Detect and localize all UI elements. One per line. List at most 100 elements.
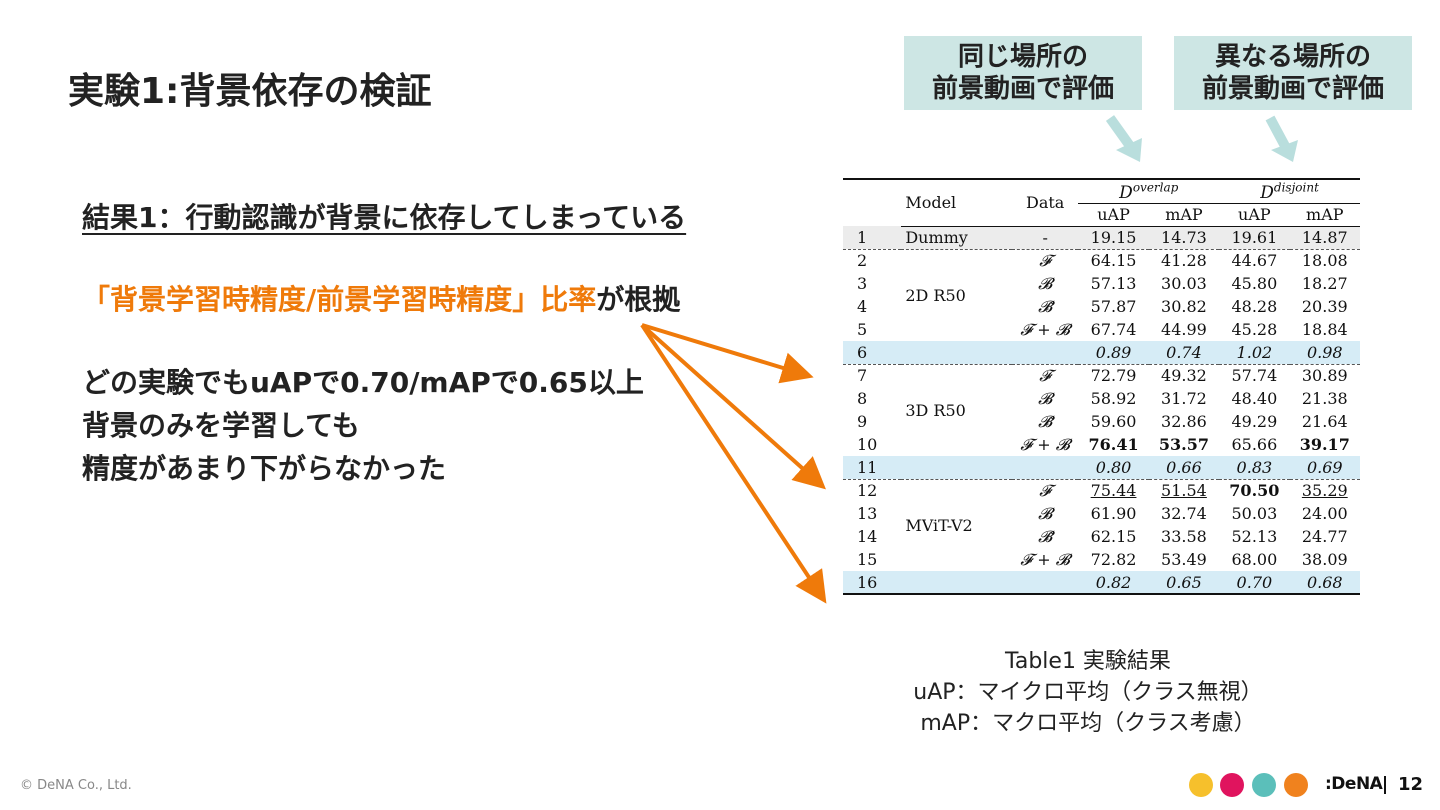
index-header: [843, 179, 901, 226]
value-cell: 48.40: [1231, 389, 1278, 409]
row-index: 1: [843, 226, 902, 250]
row-index: 6: [843, 341, 902, 365]
caption-line: uAP：マイクロ平均（クラス無視）: [913, 680, 1263, 705]
model-cell: 2D R50: [905, 285, 966, 305]
value-cell: 72.82: [1090, 550, 1137, 570]
value-cell: 14.73: [1148, 226, 1220, 250]
row-index: 12: [857, 481, 878, 501]
value-cell: 57.74: [1231, 366, 1278, 386]
orange-dot-icon: [1284, 773, 1308, 797]
teal-dot-icon: [1252, 773, 1276, 797]
data-cell: 𝓕 + 𝓑: [1020, 319, 1070, 339]
value-cell: 59.60: [1090, 412, 1137, 432]
value-cell: 39.17: [1299, 435, 1350, 455]
ratio-cell: 0.68: [1289, 571, 1360, 596]
table-row: 15 𝓕 + 𝓑 72.82 53.49 68.00 38.09: [843, 548, 1360, 571]
data-cell: 𝓑̃: [1038, 296, 1053, 316]
model-cell: Dummy: [901, 226, 1012, 250]
row-index: 16: [843, 571, 902, 596]
value-cell: 67.74: [1090, 320, 1137, 340]
ratio-row: 16 0.82 0.65 0.70 0.68: [843, 571, 1360, 596]
value-cell: 76.41: [1088, 435, 1139, 455]
value-cell: 65.66: [1231, 435, 1278, 455]
row-index: 2: [857, 251, 868, 271]
value-cell: 20.39: [1301, 297, 1348, 317]
value-cell: 68.00: [1231, 550, 1278, 570]
value-cell: 32.74: [1161, 504, 1207, 524]
table-row: 1 Dummy - 19.15 14.73 19.61 14.87: [843, 226, 1360, 250]
value-cell: 14.87: [1289, 226, 1360, 250]
table-caption: Table1 実験結果 uAP：マイクロ平均（クラス無視） mAP：マクロ平均（…: [843, 646, 1333, 739]
callout-line: 同じ場所の: [957, 42, 1088, 72]
data-cell: 𝓑: [1038, 388, 1053, 408]
row-index: 5: [857, 320, 868, 340]
ratio-row: 11 0.80 0.66 0.83 0.69: [843, 456, 1360, 480]
value-cell: 33.58: [1161, 527, 1207, 547]
ratio-cell: 0.66: [1148, 456, 1220, 480]
ratio-suffix: が根拠: [596, 283, 681, 316]
data-cell: 𝓕 + 𝓑: [1020, 549, 1070, 569]
value-cell: 32.86: [1161, 412, 1207, 432]
finding-line-3: 精度があまり下がらなかった: [82, 452, 447, 485]
model-cell: MViT-V2: [905, 515, 973, 535]
table-row: 9 𝓑̃ 59.60 32.86 49.29 21.64: [843, 410, 1360, 433]
ratio-cell: 0.98: [1289, 341, 1360, 365]
row-index: 15: [857, 550, 878, 570]
map-header: mAP: [1289, 203, 1360, 227]
value-cell: 38.09: [1301, 550, 1348, 570]
data-cell: 𝓑: [1038, 273, 1053, 293]
pink-dot-icon: [1220, 773, 1244, 797]
value-cell: 44.67: [1231, 251, 1278, 271]
value-cell: 35.29: [1301, 481, 1348, 501]
value-cell: 49.32: [1161, 366, 1207, 386]
value-cell: 48.28: [1231, 297, 1278, 317]
d-overlap-header: Doverlap: [1078, 179, 1220, 204]
ratio-cell: 0.83: [1219, 456, 1290, 480]
results-table: Model Data Doverlap Ddisjoint uAP mAP uA…: [843, 178, 1360, 596]
d-disjoint-header: Ddisjoint: [1219, 179, 1360, 204]
value-cell: 72.79: [1090, 366, 1137, 386]
table-row: 2 2D R50 𝓕 64.15 41.28 44.67 18.08: [843, 249, 1360, 305]
arrow-to-row-11: [640, 323, 826, 490]
value-cell: 50.03: [1231, 504, 1278, 524]
ratio-highlight: 「背景学習時精度/前景学習時精度」比率: [82, 283, 597, 316]
value-cell: 30.03: [1161, 274, 1207, 294]
callout-same-location: 同じ場所の 前景動画で評価: [904, 36, 1142, 110]
value-cell: 64.15: [1090, 251, 1137, 271]
table-row: 10 𝓕 + 𝓑 76.41 53.57 65.66 39.17: [843, 433, 1360, 456]
data-cell: 𝓕: [1039, 250, 1052, 270]
data-cell: -: [1011, 226, 1079, 250]
arrow-to-row-16: [640, 323, 827, 604]
arrow-to-row-6: [641, 323, 814, 384]
value-cell: 58.92: [1090, 389, 1137, 409]
data-cell: 𝓕 + 𝓑: [1020, 434, 1070, 454]
value-cell: 61.90: [1090, 504, 1137, 524]
value-cell: 45.28: [1231, 320, 1278, 340]
ratio-rationale: 「背景学習時精度/前景学習時精度」比率が根拠: [82, 278, 680, 318]
value-cell: 75.44: [1090, 481, 1137, 501]
down-arrow-icon: [1105, 115, 1142, 162]
ratio-row: 6 0.89 0.74 1.02 0.98: [843, 341, 1360, 365]
value-cell: 24.77: [1301, 527, 1348, 547]
value-cell: 24.00: [1301, 504, 1348, 524]
uap-header: uAP: [1219, 203, 1290, 227]
value-cell: 30.89: [1301, 366, 1348, 386]
caption-line: mAP：マクロ平均（クラス考慮）: [920, 711, 1256, 736]
copyright: © DeNA Co., Ltd.: [20, 778, 132, 793]
table-row: 12 MViT-V2 𝓕 75.44 51.54 70.50 35.29: [843, 479, 1360, 535]
data-cell: 𝓑̃: [1038, 526, 1053, 546]
data-header: Data: [1011, 179, 1079, 227]
value-cell: 45.80: [1231, 274, 1278, 294]
yellow-dot-icon: [1189, 773, 1213, 797]
row-index: 9: [857, 412, 868, 432]
callout-line: 前景動画で評価: [931, 74, 1114, 104]
data-cell: 𝓑: [1038, 503, 1053, 523]
data-cell: 𝓑̃: [1038, 411, 1053, 431]
value-cell: 53.57: [1158, 435, 1209, 455]
table-row: 3 𝓑 57.13 30.03 45.80 18.27: [843, 272, 1360, 295]
page-number: 12: [1398, 774, 1424, 795]
value-cell: 30.82: [1161, 297, 1207, 317]
ratio-cell: 0.69: [1289, 456, 1360, 480]
caption-line: Table1 実験結果: [1005, 649, 1171, 674]
table-row: 14 𝓑̃ 62.15 33.58 52.13 24.77: [843, 525, 1360, 548]
